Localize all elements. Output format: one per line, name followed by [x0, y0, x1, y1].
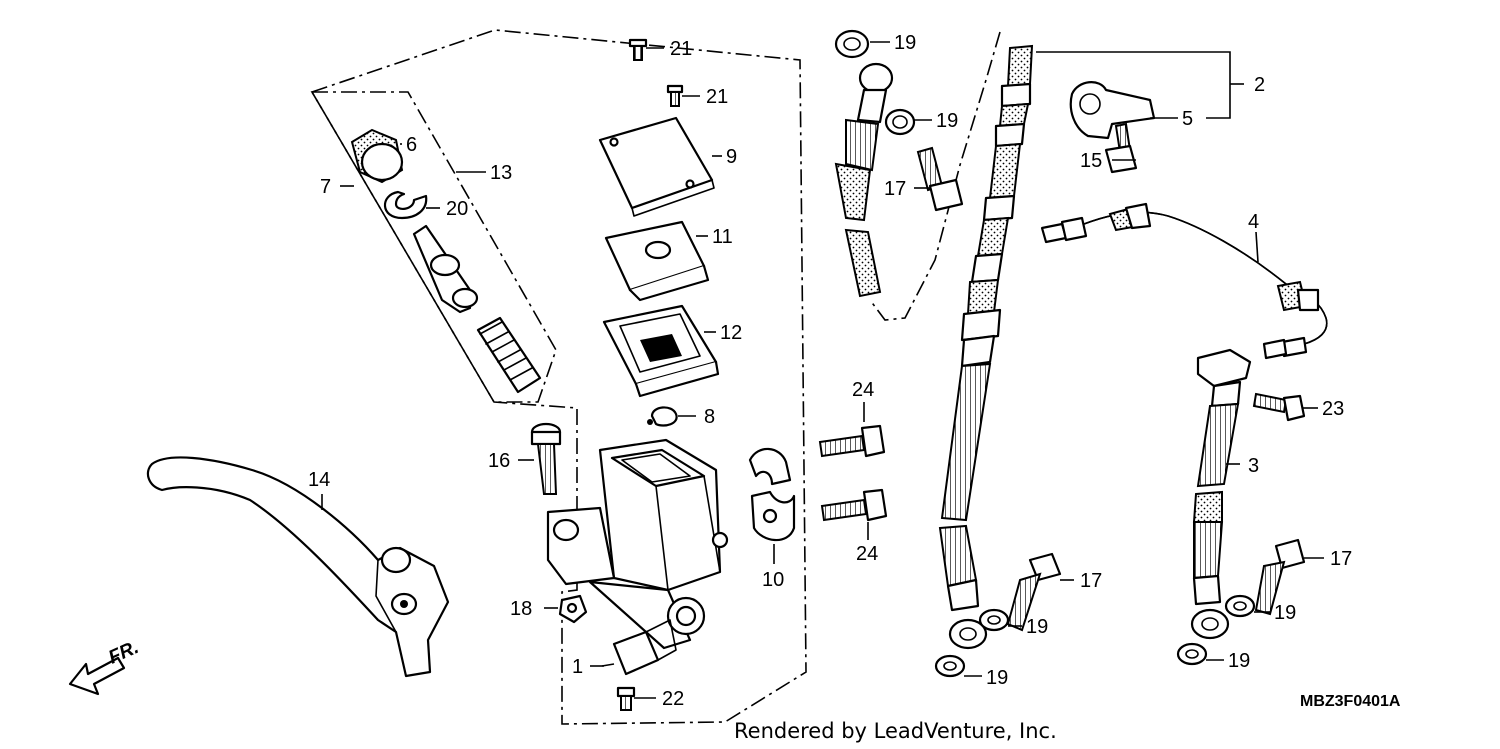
leader-lines [321, 41, 1324, 699]
callout-17-left: 17 [1080, 570, 1102, 592]
callout-7: 7 [320, 176, 331, 198]
footer-credit: Rendered by LeadVenture, Inc. [734, 719, 1057, 743]
callout-5: 5 [1182, 108, 1193, 130]
callout-24-lower: 24 [856, 543, 878, 565]
main-brake-hose [938, 44, 1034, 650]
callout-3: 3 [1248, 455, 1259, 477]
pivot-nut [558, 594, 588, 624]
hose-assembly-outline [869, 31, 1001, 321]
callout-19-right-b: 19 [1228, 650, 1250, 672]
callout-24-upper: 24 [852, 379, 874, 401]
piston-kit-outline [310, 91, 557, 403]
hose-joint-bolt [1252, 392, 1306, 422]
callout-19-right-a: 19 [1274, 602, 1296, 624]
callout-23: 23 [1322, 398, 1344, 420]
callout-17-upper: 17 [884, 178, 906, 200]
clamp-bolt [1104, 122, 1138, 174]
master-cylinder-assembly-outline [310, 29, 807, 725]
callout-19-top: 19 [894, 32, 916, 54]
piston [412, 224, 479, 314]
callout-16: 16 [488, 450, 510, 472]
piston-spring [476, 316, 542, 394]
callout-4: 4 [1248, 211, 1259, 233]
sealing-washer [1176, 642, 1208, 666]
callout-21-upper: 21 [670, 38, 692, 60]
handlebar-holder [748, 447, 796, 542]
bleeder-cap [647, 406, 678, 427]
master-cylinder-body [546, 438, 729, 650]
front-direction-label: FR. [105, 637, 142, 669]
callout-14: 14 [308, 469, 330, 491]
brake-lever [146, 456, 450, 678]
front-direction-arrow: FR. [68, 637, 142, 696]
brake-pipe [1040, 202, 1328, 360]
callout-6: 6 [406, 134, 417, 156]
sealing-washer [1233, 601, 1247, 611]
cap-screw-upper [628, 38, 648, 61]
cap-screw-lower [666, 84, 684, 107]
reservoir-cap [598, 116, 715, 217]
sealing-washer [1224, 594, 1256, 618]
callout-13: 13 [490, 162, 512, 184]
diagram-code: MBZ3F0401A [1300, 693, 1401, 710]
callout-10: 10 [762, 569, 784, 591]
hose-clamp [1069, 81, 1156, 140]
diaphragm [602, 304, 720, 398]
callout-19-left-b: 19 [986, 667, 1008, 689]
callout-22: 22 [662, 688, 684, 710]
sealing-washer [978, 608, 1010, 632]
callout-2: 2 [1254, 74, 1265, 96]
callout-21-lower: 21 [706, 86, 728, 108]
switch-screw [616, 686, 636, 711]
callout-1: 1 [572, 656, 583, 678]
sealing-washer [1185, 649, 1199, 659]
diaphragm-plate [604, 220, 710, 302]
upper-banjo-bolt [916, 146, 964, 212]
caliper-banjo-bolt-left [1006, 552, 1062, 632]
callout-8: 8 [704, 406, 715, 428]
holder-bolt-lower [820, 488, 888, 522]
caliper-banjo-bolt-right [1254, 538, 1306, 616]
sealing-washer [934, 654, 966, 678]
circlip [383, 190, 428, 220]
callout-labels: 1 2 3 4 5 6 7 8 9 10 11 12 13 14 15 16 1… [308, 32, 1352, 710]
holder-bolt-upper [818, 424, 886, 458]
brake-light-switch [601, 619, 677, 676]
piston-cup [350, 128, 404, 184]
pivot-bolt [530, 422, 562, 495]
callout-17-right: 17 [1330, 548, 1352, 570]
lower-brake-hose [1190, 348, 1252, 640]
sealing-washer [943, 661, 957, 671]
callout-15: 15 [1080, 150, 1102, 172]
callout-11: 11 [712, 226, 733, 248]
callout-19-upper: 19 [936, 110, 958, 132]
upper-hose-section [834, 29, 916, 298]
callout-9: 9 [726, 146, 737, 168]
sealing-washer [987, 615, 1001, 625]
callout-20: 20 [446, 198, 468, 220]
callout-18: 18 [510, 598, 532, 620]
callout-12: 12 [720, 322, 742, 344]
callout-19-left-a: 19 [1026, 616, 1048, 638]
